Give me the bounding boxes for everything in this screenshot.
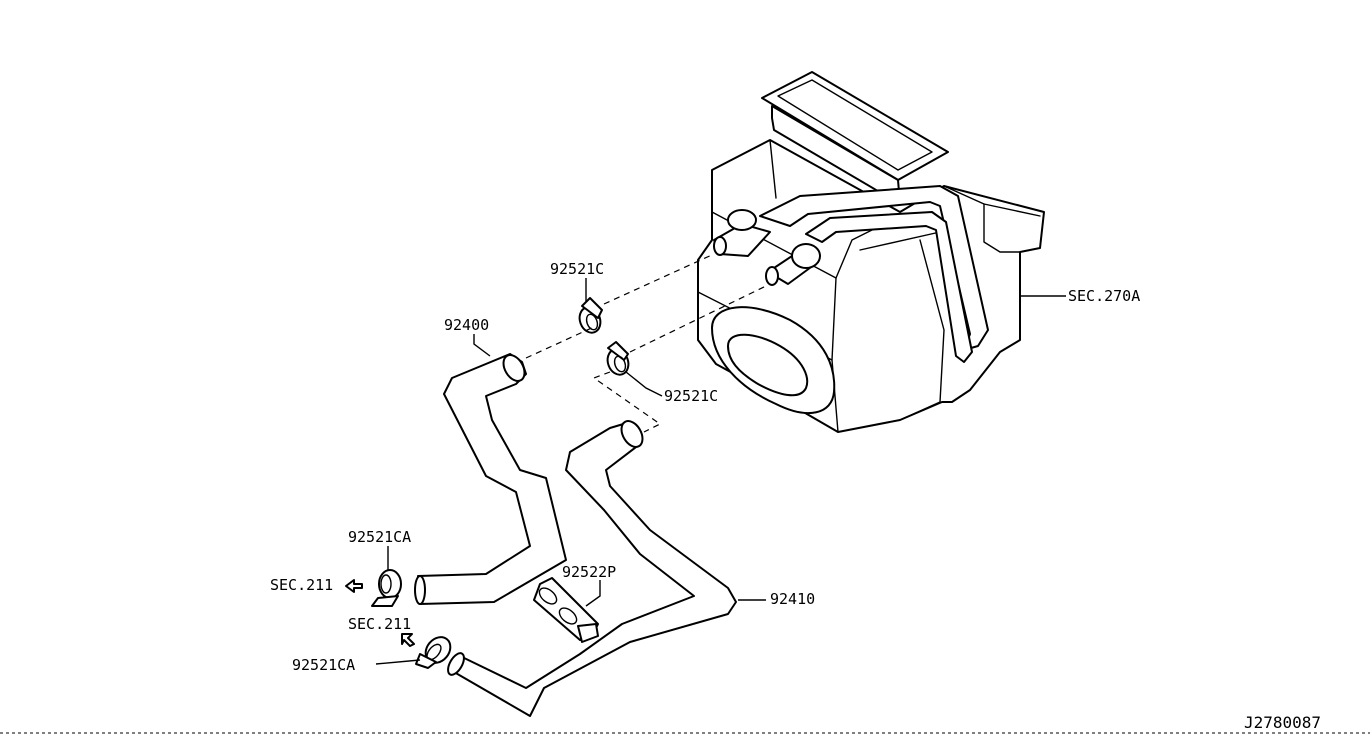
clamp-upper xyxy=(578,297,603,334)
clamp-lower xyxy=(606,341,630,376)
label-engine-section-upper: SEC.211 xyxy=(270,576,333,594)
arrow-sec211-upper xyxy=(345,579,363,593)
label-bracket: 92522P xyxy=(562,563,616,581)
label-clamp-sec211-upper: 92521CA xyxy=(348,528,411,546)
clamp-sec211-upper xyxy=(371,569,402,607)
reference-code: J2780087 xyxy=(1244,713,1321,732)
label-clamp-upper: 92521C xyxy=(550,260,604,278)
label-clamp-lower: 92521C xyxy=(664,387,718,405)
heater-unit xyxy=(697,71,1045,433)
label-engine-section-lower: SEC.211 xyxy=(348,615,411,633)
heater-hose-inlet xyxy=(414,353,567,605)
hose-bracket xyxy=(533,577,599,643)
heater-hose-outlet xyxy=(447,420,737,717)
leader-lines xyxy=(375,278,1066,665)
label-hose-lower: 92410 xyxy=(770,590,815,608)
label-clamp-sec211-lower: 92521CA xyxy=(292,656,355,674)
label-heater-unit-section: SEC.270A xyxy=(1068,287,1140,305)
arrow-sec211-lower xyxy=(401,633,415,647)
label-hose-upper: 92400 xyxy=(444,316,489,334)
clamp-sec211-lower xyxy=(415,636,452,669)
assembly-lines xyxy=(525,253,767,433)
